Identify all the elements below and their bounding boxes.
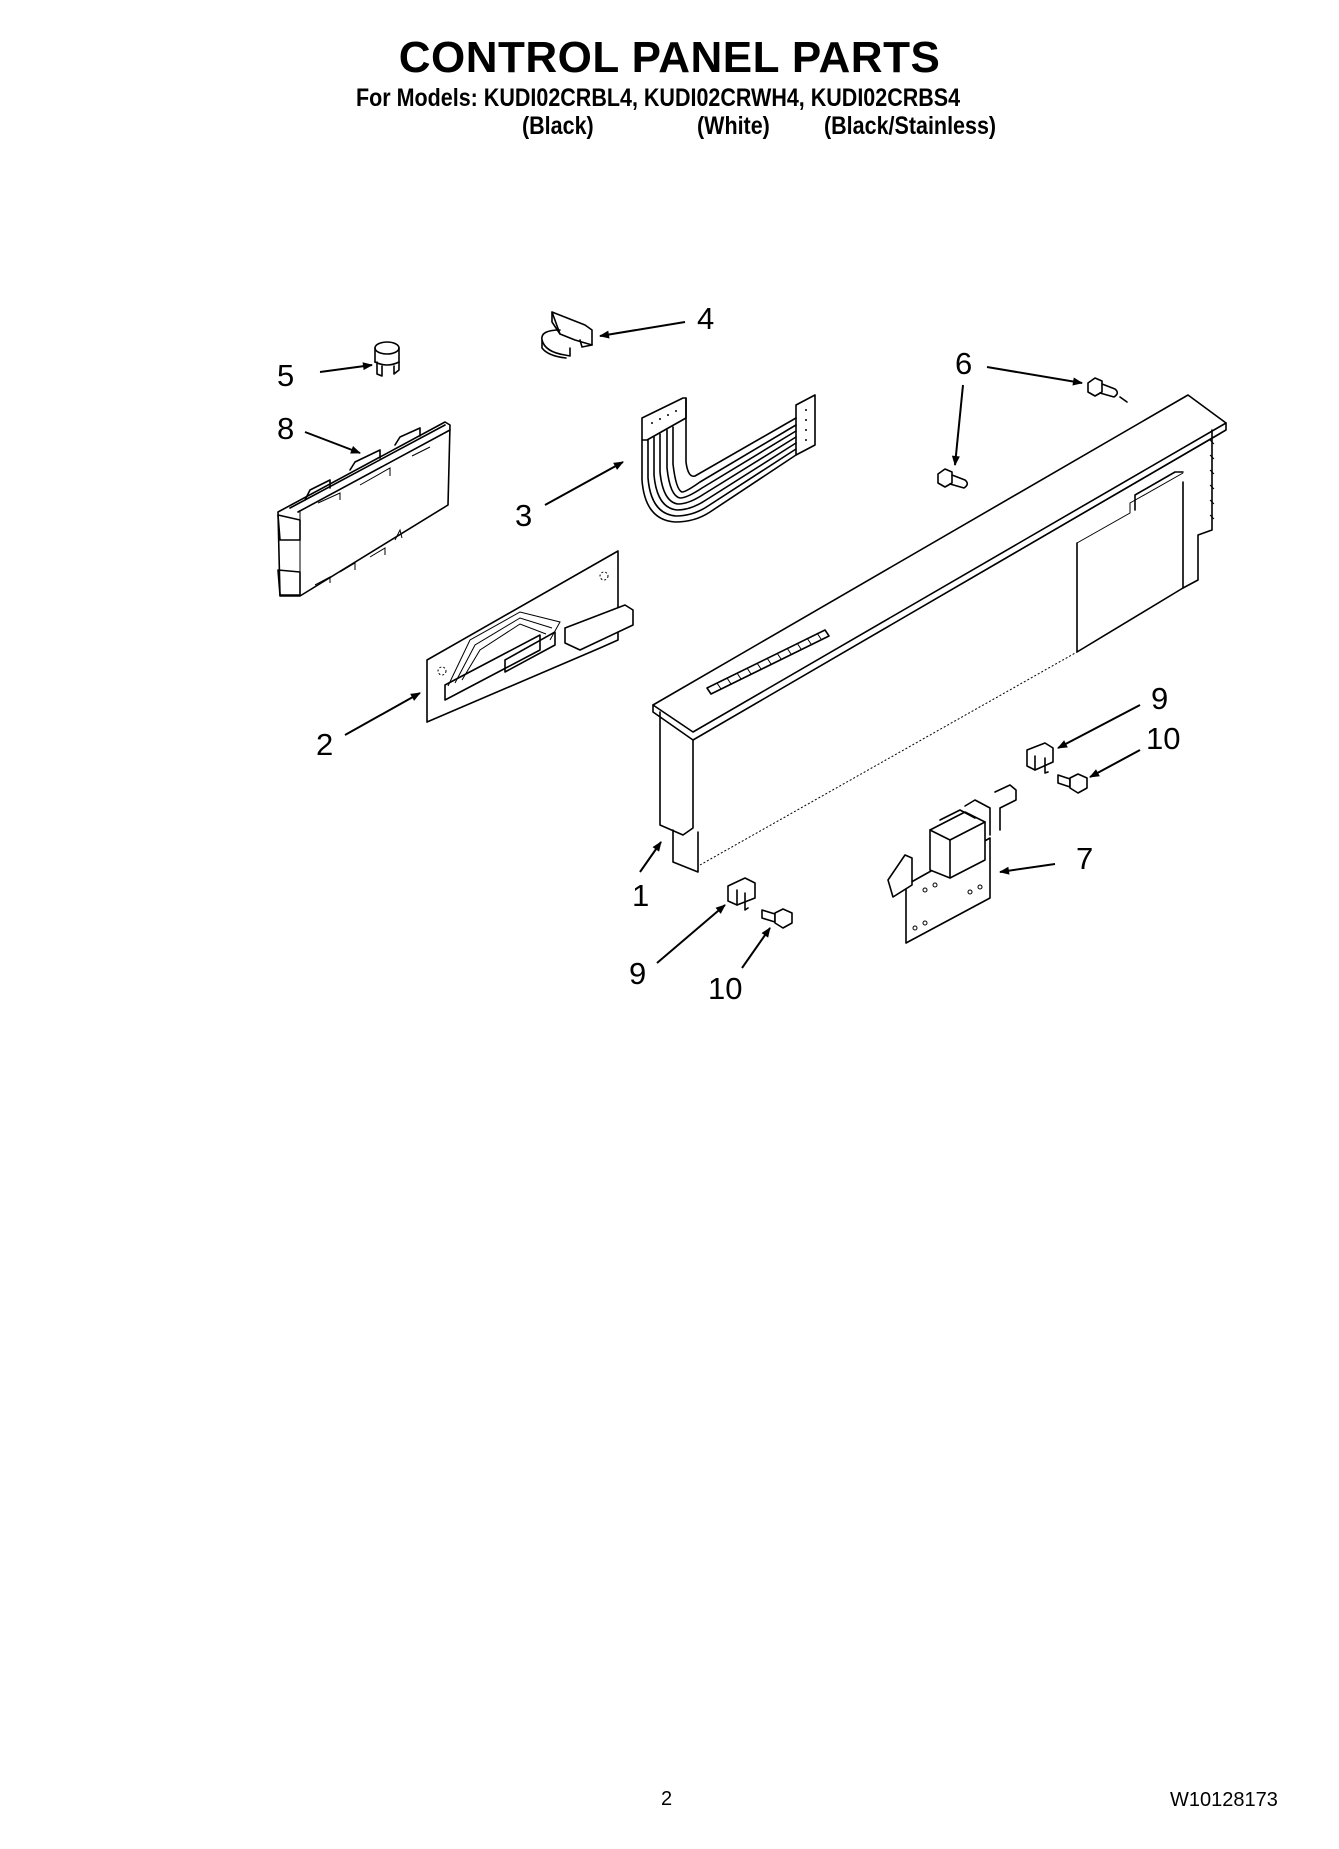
part-3-ribbon-cable	[641, 394, 816, 523]
callout-3: 3	[515, 498, 533, 533]
color-black-stainless: (Black/Stainless)	[824, 112, 997, 140]
page-number: 2	[661, 1788, 673, 1810]
page-title: CONTROL PANEL PARTS	[398, 33, 941, 82]
color-white: (White)	[697, 112, 770, 140]
part-1-control-panel	[652, 394, 1227, 873]
part-6-screw-upper	[1087, 377, 1128, 403]
part-7-switch-bracket	[887, 784, 1017, 944]
part-10-screw-lower	[761, 908, 793, 929]
callout-6: 6	[955, 346, 973, 381]
part-6-screw-lower	[937, 468, 969, 489]
callout-2: 2	[316, 727, 334, 762]
color-black: (Black)	[522, 112, 594, 140]
part-10-screw-upper	[1057, 773, 1088, 794]
callout-9-lower: 9	[629, 956, 647, 991]
part-2-ui-board	[426, 550, 634, 723]
document-number: W10128173	[1170, 1789, 1278, 1811]
part-9-clip-upper	[1026, 742, 1054, 774]
callout-10-upper: 10	[1146, 721, 1181, 756]
part-4-wire-clip	[541, 311, 593, 359]
models-line: For Models: KUDI02CRBL4, KUDI02CRWH4, KU…	[356, 84, 961, 112]
callout-9-upper: 9	[1151, 681, 1169, 716]
callout-5: 5	[277, 358, 295, 393]
callout-1: 1	[632, 878, 650, 913]
callout-4: 4	[697, 301, 715, 336]
callout-8: 8	[277, 411, 295, 446]
part-5-knob	[374, 341, 400, 377]
callout-10-lower: 10	[708, 971, 743, 1006]
callout-arrows	[304, 321, 1141, 969]
part-8-control-board	[277, 421, 451, 597]
part-9-clip-lower	[727, 877, 756, 911]
callout-7: 7	[1076, 841, 1094, 876]
